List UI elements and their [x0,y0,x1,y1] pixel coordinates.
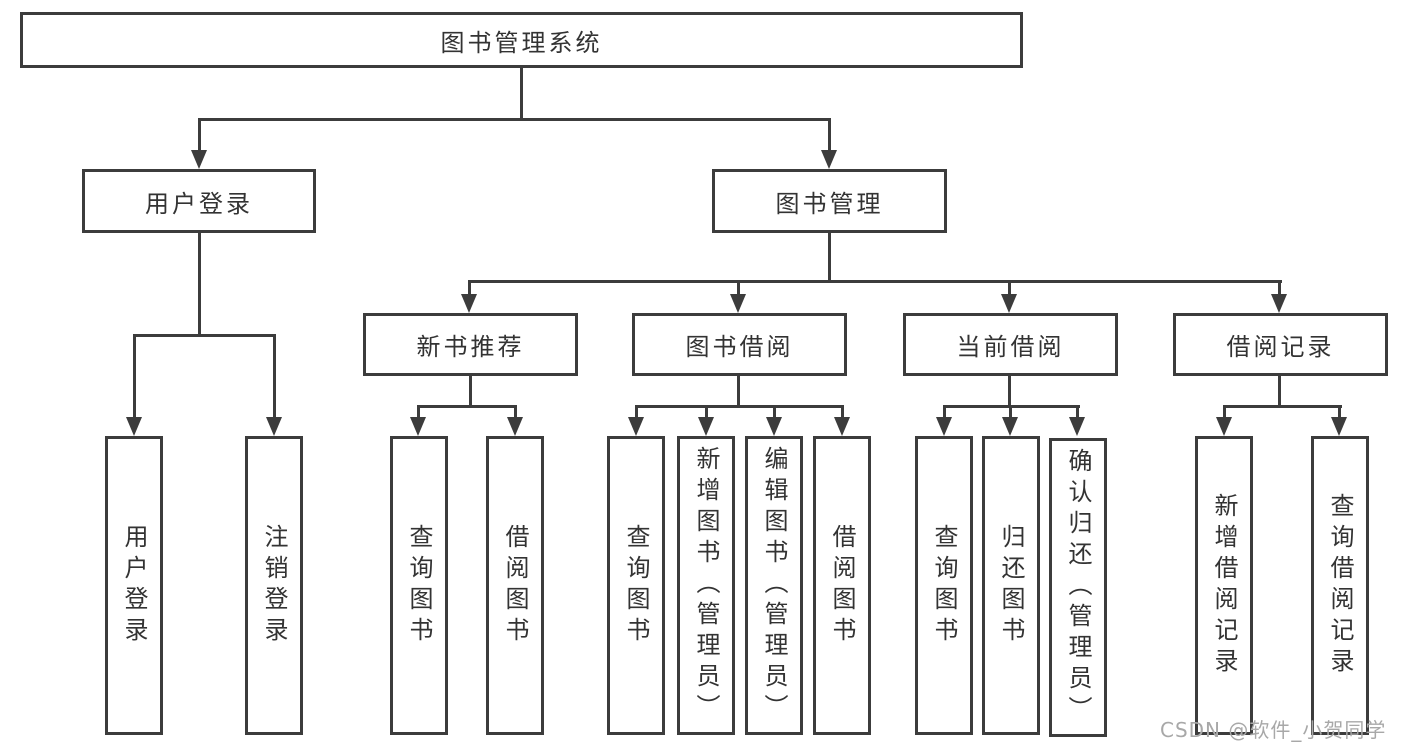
leaf-label: 新增借阅记录 [1210,492,1238,679]
leaf-label: 查询图书 [930,523,958,648]
connector-borrow-records-bar [1223,405,1342,408]
arrow-down-icon [1002,417,1018,436]
node-user-login: 用户登录 [82,169,316,233]
node-label: 借阅记录 [1226,333,1335,361]
connector-drop-leaf [1076,407,1079,418]
leaf-label: 查询图书 [405,523,433,648]
arrow-down-icon [766,417,782,436]
connector-new-book-bar [417,405,517,408]
node-label: 当前借阅 [956,333,1065,361]
leaf-borrow-books-recommend: 借阅图书 [486,436,544,735]
connector-drop-leaf [841,407,844,418]
connector-drop-book-borrow [737,282,740,296]
arrow-down-icon [191,150,207,169]
arrow-down-icon [1069,417,1085,436]
connector-drop-leaf [417,407,420,418]
connector-user-login-bar [133,334,276,337]
connector-user-login-stem [198,233,201,337]
leaf-label: 新增图书（管理员） [692,446,720,725]
connector-drop-leaf [773,407,776,418]
watermark: CSDN @软件_小贺同学 [1160,718,1387,742]
leaf-label: 查询图书 [622,523,650,648]
connector-drop-leaf-logout [273,336,276,418]
connector-drop-leaf [1223,407,1226,418]
connector-book-mgmt-bar [468,280,1282,283]
connector-drop-new-book [468,282,471,296]
leaf-label: 借阅图书 [828,523,856,648]
arrow-down-icon [628,417,644,436]
leaf-label: 归还图书 [997,523,1025,648]
arrow-down-icon [1271,294,1287,313]
connector-book-borrow-stem [737,376,740,408]
leaf-user-login: 用户登录 [105,436,163,735]
connector-drop-user-login [198,120,201,151]
leaf-add-borrow-record: 新增借阅记录 [1195,436,1253,735]
arrow-down-icon [126,417,142,436]
arrow-down-icon [461,294,477,313]
connector-drop-leaf [635,407,638,418]
leaf-query-books-recommend: 查询图书 [390,436,448,735]
arrow-down-icon [266,417,282,436]
node-borrow-records: 借阅记录 [1173,313,1388,376]
node-book-management: 图书管理 [712,169,947,233]
arrow-down-icon [834,417,850,436]
node-label: 图书管理 [775,189,884,218]
leaf-logout: 注销登录 [245,436,303,735]
leaf-query-books-borrow: 查询图书 [607,436,665,735]
arrow-down-icon [698,417,714,436]
arrow-down-icon [507,417,523,436]
node-book-borrow: 图书借阅 [632,313,847,376]
connector-book-mgmt-stem [828,233,831,282]
leaf-query-borrow-record: 查询借阅记录 [1311,436,1369,735]
leaf-label: 编辑图书（管理员） [760,446,788,725]
connector-borrow-records-stem [1278,376,1281,408]
connector-drop-leaf [514,407,517,418]
connector-drop-leaf [705,407,708,418]
node-label: 新书推荐 [416,333,525,361]
connector-new-book-stem [469,376,472,408]
leaf-confirm-return-admin: 确认归还（管理员） [1049,438,1107,737]
arrow-down-icon [730,294,746,313]
connector-root-stem [520,67,523,120]
arrow-down-icon [410,417,426,436]
arrow-down-icon [1216,417,1232,436]
connector-drop-borrow-records [1278,282,1281,296]
leaf-label: 查询借阅记录 [1326,492,1354,679]
arrow-down-icon [1001,294,1017,313]
leaf-label: 确认归还（管理员） [1064,448,1092,727]
node-new-book-recommend: 新书推荐 [363,313,578,376]
connector-drop-leaf [1009,407,1012,418]
node-library-management-system: 图书管理系统 [20,12,1023,68]
leaf-add-books-admin: 新增图书（管理员） [677,436,735,735]
arrow-down-icon [936,417,952,436]
connector-book-borrow-bar [635,405,844,408]
connector-drop-leaf [1338,407,1341,418]
connector-current-borrow-stem [1008,376,1011,408]
leaf-label: 注销登录 [260,523,288,648]
arrow-down-icon [1331,417,1347,436]
connector-drop-current-borrow [1008,282,1011,296]
connector-root-bar [198,118,831,121]
connector-current-borrow-bar [943,405,1080,408]
leaf-return-books: 归还图书 [982,436,1040,735]
leaf-query-books-current: 查询图书 [915,436,973,735]
node-current-borrow: 当前借阅 [903,313,1118,376]
leaf-label: 借阅图书 [501,523,529,648]
node-label: 图书管理系统 [440,28,603,57]
node-label: 用户登录 [145,189,253,218]
connector-drop-leaf-user-login [133,336,136,418]
leaf-edit-books-admin: 编辑图书（管理员） [745,436,803,735]
connector-drop-book-mgmt [828,120,831,151]
leaf-borrow-books: 借阅图书 [813,436,871,735]
arrow-down-icon [821,150,837,169]
node-label: 图书借阅 [685,333,794,361]
connector-drop-leaf [943,407,946,418]
leaf-label: 用户登录 [120,523,148,648]
